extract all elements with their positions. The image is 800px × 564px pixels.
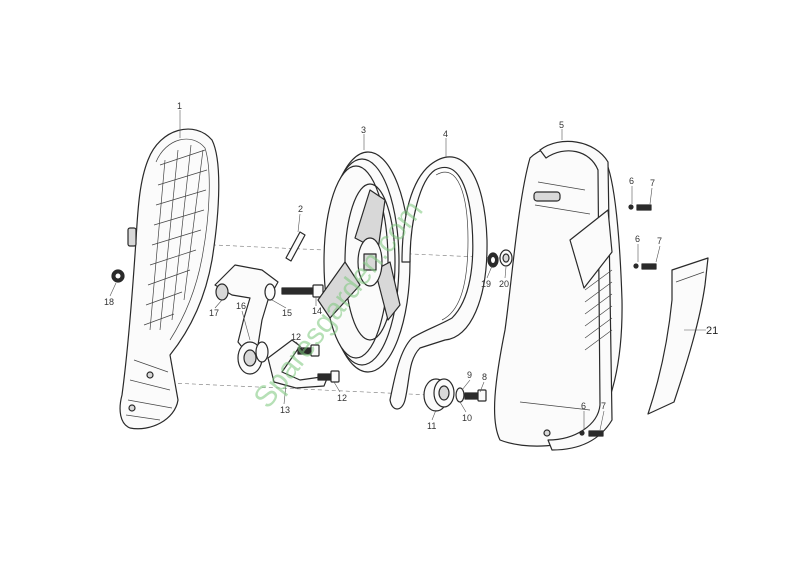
callout-6b: 6 <box>635 234 640 244</box>
callout-5: 5 <box>559 120 564 130</box>
callout-9: 9 <box>467 370 472 380</box>
callout-11: 11 <box>427 421 436 431</box>
pulley-3 <box>317 151 411 373</box>
screw-set-c <box>579 430 604 437</box>
callout-7a: 7 <box>650 178 655 188</box>
callout-13: 13 <box>280 405 290 415</box>
belt-cover-5 <box>493 140 623 451</box>
cover-vents <box>584 269 613 351</box>
callout-20: 20 <box>499 279 509 289</box>
idler-pulley-11 <box>423 378 455 412</box>
tensioner-arm <box>214 264 279 375</box>
callout-12a: 12 <box>291 332 301 342</box>
bolt-12b <box>317 370 340 383</box>
callout-7c: 7 <box>601 401 606 411</box>
screw-set-a <box>628 204 652 211</box>
bracket-13 <box>267 339 329 389</box>
callout-1: 1 <box>177 101 182 111</box>
callout-4: 4 <box>443 129 448 139</box>
alignment-lines <box>149 242 501 396</box>
plate-grid <box>143 144 208 331</box>
callout-3: 3 <box>361 125 366 135</box>
decal-21 <box>647 257 709 415</box>
nut-18 <box>111 269 125 283</box>
washer-15 <box>264 283 276 301</box>
bolt-8 <box>464 389 487 402</box>
callout-16: 16 <box>236 301 246 311</box>
bolt-14 <box>281 284 324 298</box>
callout-7b: 7 <box>657 236 662 246</box>
callout-10: 10 <box>462 413 472 423</box>
callout-6c: 6 <box>581 401 586 411</box>
washers-9-10 <box>455 387 465 403</box>
callout-18: 18 <box>104 297 114 307</box>
callout-12b: 12 <box>337 393 347 403</box>
bolt-12a <box>297 344 320 357</box>
callout-6a: 6 <box>629 176 634 186</box>
callouts: 1 2 3 4 5 6 7 6 7 6 7 8 9 10 11 12 12 13… <box>104 101 718 431</box>
pin-2 <box>285 231 306 262</box>
washer-19 <box>487 252 499 268</box>
callout-8: 8 <box>482 372 487 382</box>
callout-2: 2 <box>298 204 303 214</box>
belt-4 <box>389 156 488 410</box>
callout-21: 21 <box>706 325 718 337</box>
screw-set-b <box>633 263 657 270</box>
leader-lines <box>109 110 706 431</box>
callout-17: 17 <box>209 308 219 318</box>
nut-20 <box>499 249 513 267</box>
callout-19: 19 <box>481 279 491 289</box>
callout-15: 15 <box>282 308 292 318</box>
callout-14: 14 <box>312 306 322 316</box>
back-plate <box>119 128 220 430</box>
